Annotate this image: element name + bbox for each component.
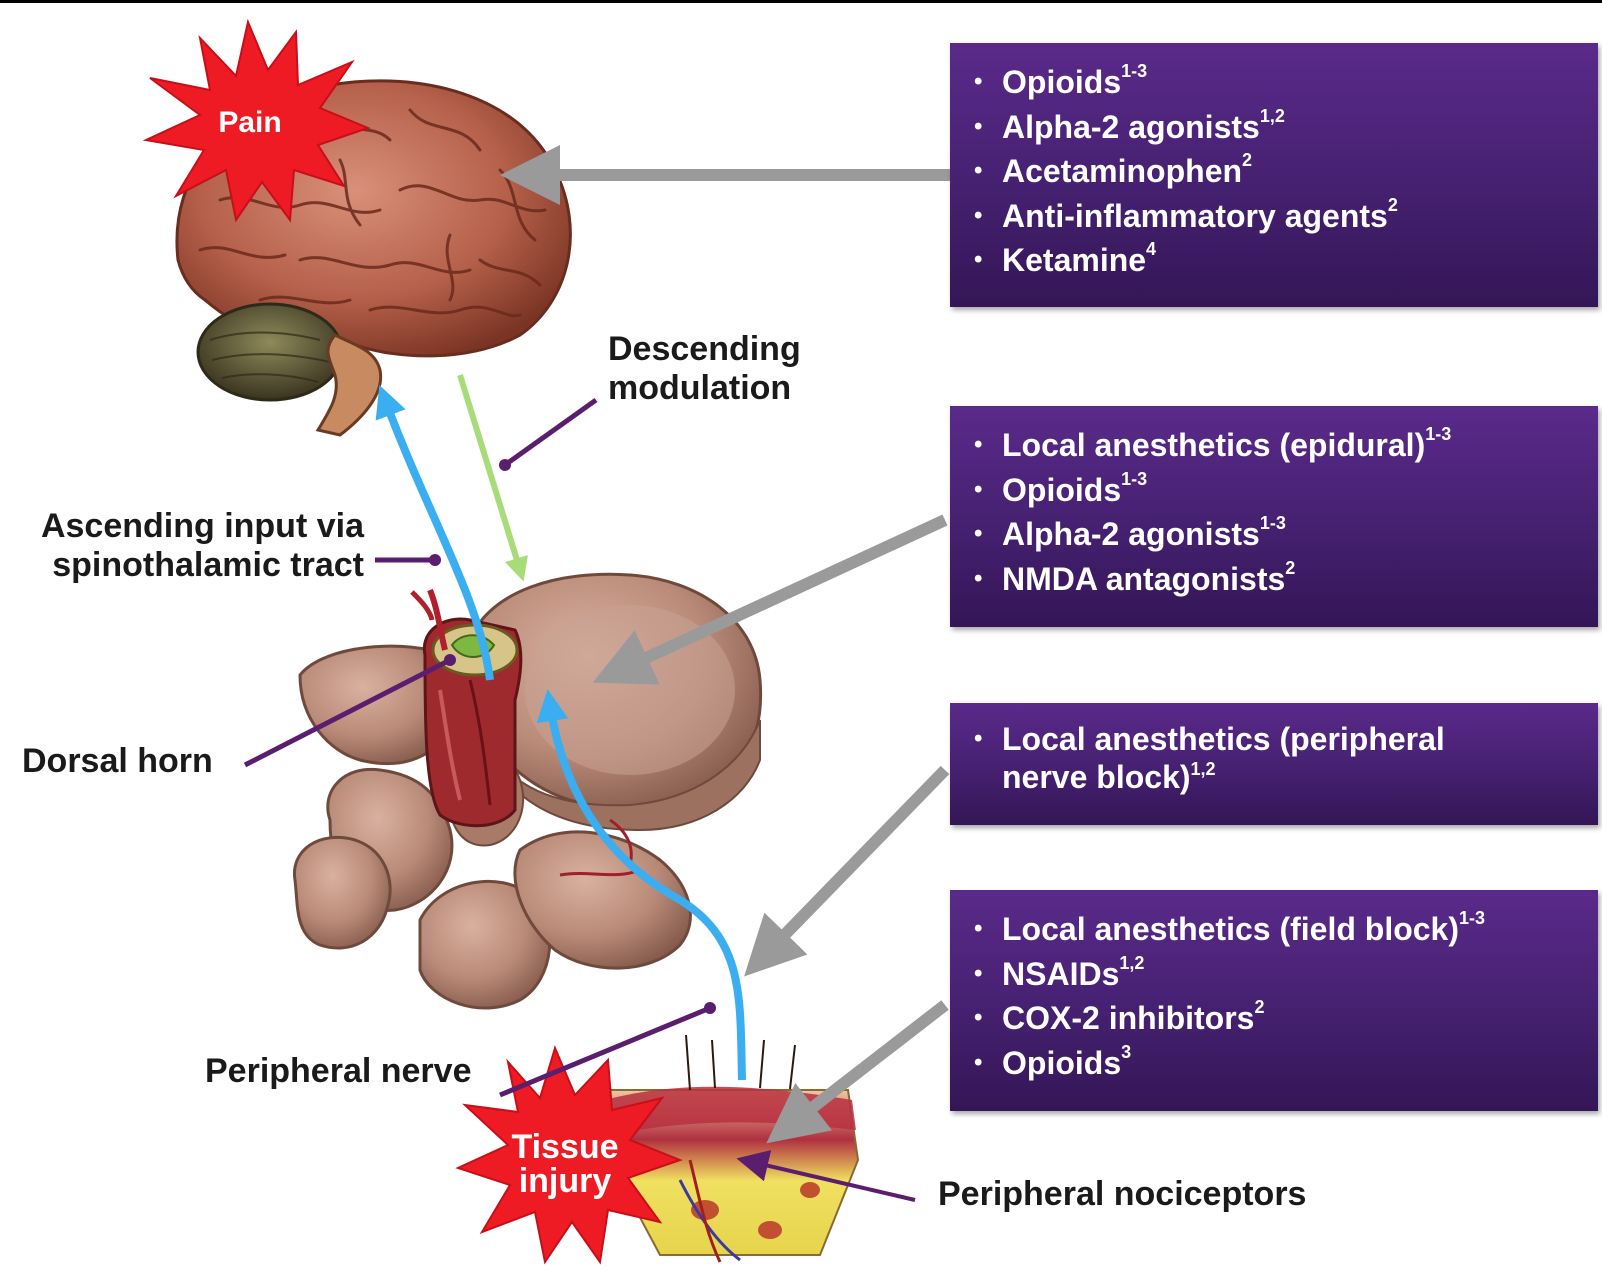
descending-modulation-line-2: modulation — [608, 369, 801, 408]
drug-name: Local anesthetics (field block) — [1002, 911, 1459, 947]
drug-name: Anti-inflammatory agents — [1002, 198, 1388, 234]
drug-item: • Alpha-2 agonists1-3 — [950, 512, 1598, 557]
drug-item: • Local anesthetics (epidural)1-3 — [950, 423, 1598, 468]
drug-ref: 1,2 — [1191, 759, 1216, 779]
drug-item: • Local anesthetics (field block)1-3 — [950, 907, 1598, 952]
drug-item: • Opioids3 — [950, 1041, 1598, 1086]
gray-arrow-to-tissue — [790, 1005, 945, 1125]
drug-box-brain: • Opioids1-3 • Alpha-2 agonists1,2 • Acetam… — [950, 43, 1598, 307]
drug-ref: 2 — [1285, 558, 1295, 578]
tissue-injury-label: Tissue injury — [500, 1130, 630, 1198]
tissue-injury-line-2: injury — [500, 1164, 630, 1198]
ascending-input-label: Ascending input via spinothalamic tract — [10, 507, 364, 585]
drug-item: • Opioids1-3 — [950, 468, 1598, 513]
drug-box-peripheral-nerve: • Local anesthetics (peripheral nerve bl… — [950, 703, 1598, 825]
descending-modulation-arrow — [460, 375, 520, 570]
bullet-icon: • — [974, 149, 982, 194]
drug-ref: 2 — [1388, 195, 1398, 215]
drug-item: • Ketamine4 — [950, 238, 1598, 283]
drug-name: NMDA antagonists — [1002, 561, 1285, 597]
drug-ref: 1-3 — [1121, 61, 1147, 81]
drug-item: • Local anesthetics (peripheral nerve bl… — [950, 720, 1598, 796]
gray-arrow-to-peripheral-nerve — [765, 770, 945, 955]
drug-name: Opioids — [1002, 1045, 1121, 1081]
drug-name: NSAIDs — [1002, 956, 1119, 992]
bullet-icon: • — [974, 720, 982, 758]
drug-item: • COX-2 inhibitors2 — [950, 996, 1598, 1041]
drug-list-tissue: • Local anesthetics (field block)1-3 • NSA… — [950, 907, 1598, 1085]
pain-label: Pain — [205, 106, 295, 140]
bullet-icon: • — [974, 907, 982, 952]
drug-name: Alpha-2 agonists — [1002, 516, 1260, 552]
drug-ref: 1,2 — [1260, 106, 1285, 126]
drug-item: • Opioids1-3 — [950, 60, 1598, 105]
ascending-input-line-1: Ascending input via — [10, 507, 364, 546]
drug-name: COX-2 inhibitors — [1002, 1000, 1254, 1036]
pointer-descending — [499, 400, 596, 471]
descending-modulation-line-1: Descending — [608, 330, 801, 369]
dorsal-horn-label: Dorsal horn — [22, 742, 213, 781]
ascending-input-line-2: spinothalamic tract — [10, 546, 364, 585]
drug-ref: 4 — [1146, 239, 1156, 259]
bullet-icon: • — [974, 194, 982, 239]
drug-ref: 1-3 — [1121, 469, 1147, 489]
drug-ref: 1-3 — [1425, 424, 1451, 444]
bullet-icon: • — [974, 557, 982, 602]
drug-box-spinal: •Local anesthetics (epidural)1-3 •Opioid… — [950, 406, 1598, 627]
drug-list-spinal: •Local anesthetics (epidural)1-3 •Opioid… — [950, 423, 1598, 601]
drug-ref: 2 — [1254, 997, 1264, 1017]
bullet-icon: • — [974, 1041, 982, 1086]
bullet-icon: • — [974, 105, 982, 150]
drug-list-peripheral-nerve: • Local anesthetics (peripheral nerve bl… — [950, 720, 1598, 796]
drug-name: Opioids — [1002, 64, 1121, 100]
drug-item: • Alpha-2 agonists1,2 — [950, 105, 1598, 150]
drug-name: Acetaminophen — [1002, 153, 1242, 189]
peripheral-nerve-label: Peripheral nerve — [205, 1052, 471, 1091]
drug-ref: 1,2 — [1119, 953, 1144, 973]
drug-ref: 3 — [1121, 1042, 1131, 1062]
drug-item: • NSAIDs1,2 — [950, 952, 1598, 997]
bullet-icon: • — [974, 423, 982, 468]
tissue-injury-line-1: Tissue — [500, 1130, 630, 1164]
bullet-icon: • — [974, 468, 982, 513]
descending-modulation-label: Descending modulation — [608, 330, 801, 408]
drug-name: Ketamine — [1002, 242, 1146, 278]
drug-name-line-1: Local anesthetics (peripheral — [1002, 721, 1445, 757]
bullet-icon: • — [974, 952, 982, 997]
bullet-icon: • — [974, 996, 982, 1041]
drug-name: Opioids — [1002, 472, 1121, 508]
drug-ref: 1-3 — [1260, 513, 1286, 533]
bullet-icon: • — [974, 512, 982, 557]
drug-name: Alpha-2 agonists — [1002, 109, 1260, 145]
drug-name: Local anesthetics (epidural) — [1002, 427, 1425, 463]
drug-ref: 2 — [1242, 150, 1252, 170]
drug-item: • Anti-inflammatory agents2 — [950, 194, 1598, 239]
drug-box-tissue: • Local anesthetics (field block)1-3 • NSA… — [950, 890, 1598, 1111]
drug-item: • Acetaminophen2 — [950, 149, 1598, 194]
drug-list-brain: • Opioids1-3 • Alpha-2 agonists1,2 • Acetam… — [950, 60, 1598, 283]
bullet-icon: • — [974, 60, 982, 105]
bullet-icon: • — [974, 238, 982, 283]
drug-ref: 1-3 — [1459, 908, 1485, 928]
peripheral-nociceptors-label: Peripheral nociceptors — [938, 1175, 1306, 1214]
pointer-ascending — [375, 554, 441, 566]
drug-name-line-2: nerve block) — [1002, 759, 1191, 795]
drug-item: • NMDA antagonists2 — [950, 557, 1598, 602]
